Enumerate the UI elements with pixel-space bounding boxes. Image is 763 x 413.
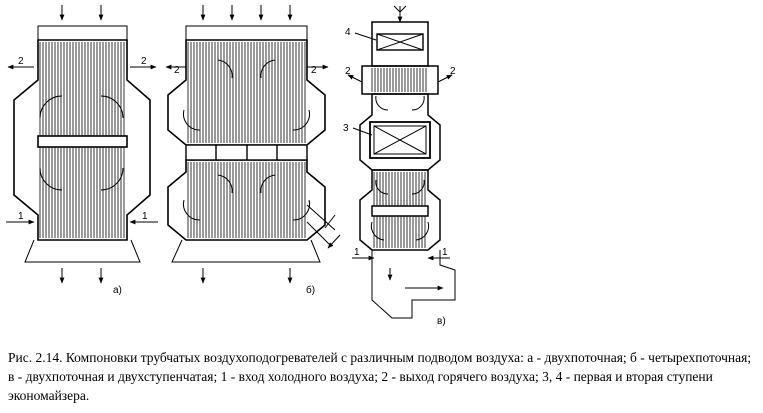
label-a: а) bbox=[113, 285, 122, 296]
marker-1-c-right: 1 bbox=[442, 247, 448, 258]
marker-2-a-right: 2 bbox=[141, 56, 147, 67]
marker-3-c: 3 bbox=[343, 123, 349, 134]
figure-caption: Рис. 2.14. Компоновки трубчатых воздухоп… bbox=[8, 350, 752, 403]
marker-2-b-right: 2 bbox=[311, 65, 317, 76]
marker-4-c: 4 bbox=[345, 27, 351, 38]
label-c: в) bbox=[437, 316, 446, 327]
diagram-a-two-flow bbox=[6, 5, 158, 284]
diagram-b-four-flow bbox=[165, 5, 341, 284]
label-b: б) bbox=[306, 284, 315, 296]
marker-2-c-left: 2 bbox=[345, 66, 351, 77]
diagram-c-two-stage bbox=[347, 5, 456, 319]
tube-bank-b bbox=[187, 42, 306, 238]
marker-2-b-left: 2 bbox=[174, 65, 180, 76]
marker-1-c-left: 1 bbox=[354, 247, 360, 258]
marker-1-a-right: 1 bbox=[142, 211, 148, 222]
marker-2-a-left: 2 bbox=[18, 56, 24, 67]
marker-2-c-right: 2 bbox=[450, 66, 456, 77]
tube-bank-c-upper bbox=[371, 68, 427, 92]
marker-1-a-left: 1 bbox=[18, 211, 24, 222]
